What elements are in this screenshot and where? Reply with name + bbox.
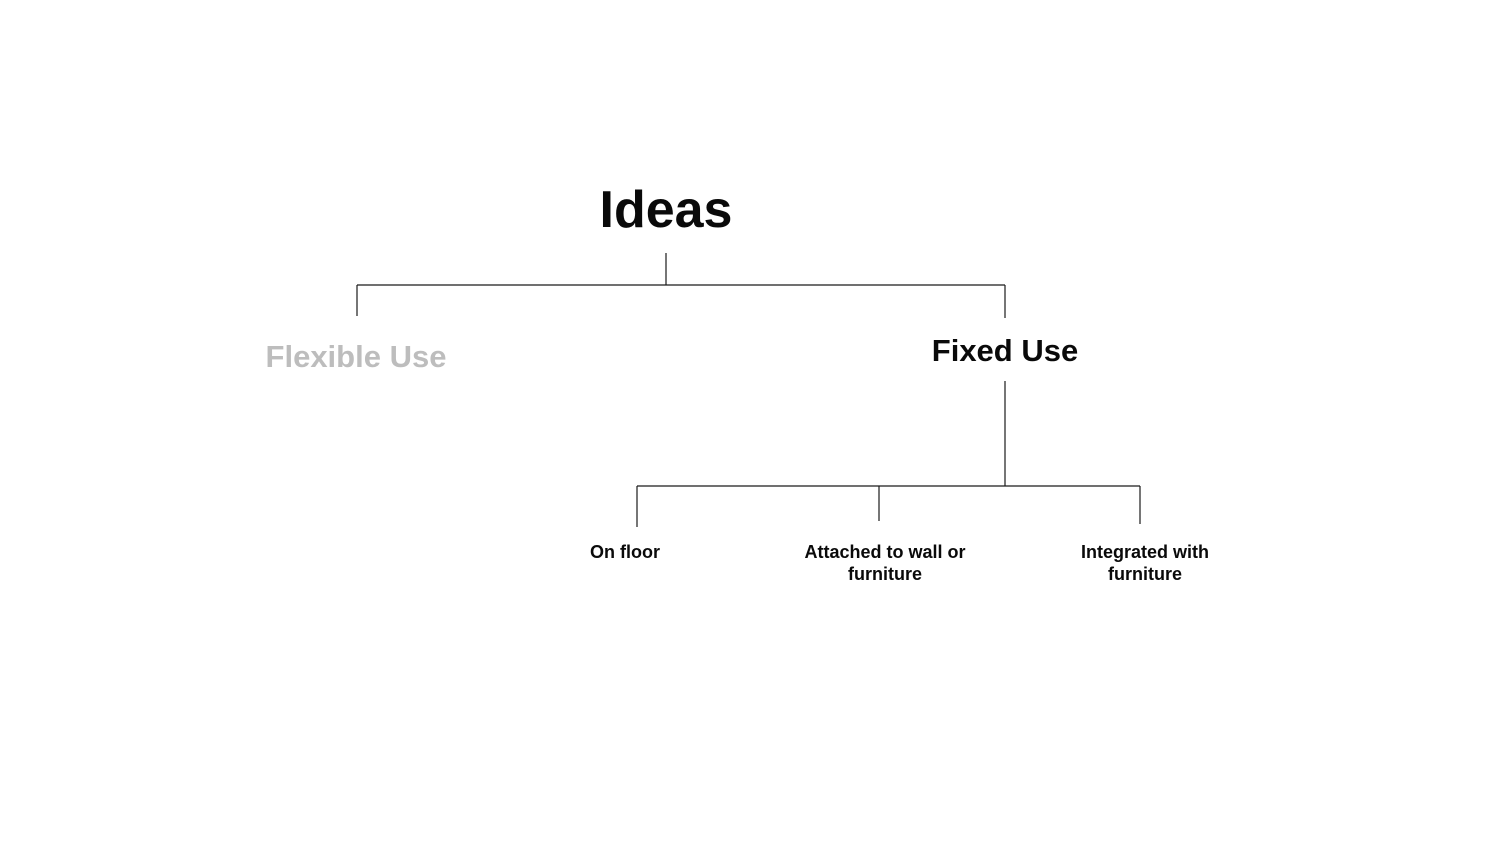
leaf-node-integrated-with-furniture: Integrated with furniture <box>1080 542 1209 584</box>
leaf-node-attached-to-wall: Attached to wall or furniture <box>804 542 966 584</box>
leaf-node-on-floor: On floor <box>590 542 660 562</box>
branch-node-flexible-use: Flexible Use <box>265 339 447 374</box>
root-node-ideas: Ideas <box>599 181 733 239</box>
branch-node-fixed-use: Fixed Use <box>931 333 1079 368</box>
